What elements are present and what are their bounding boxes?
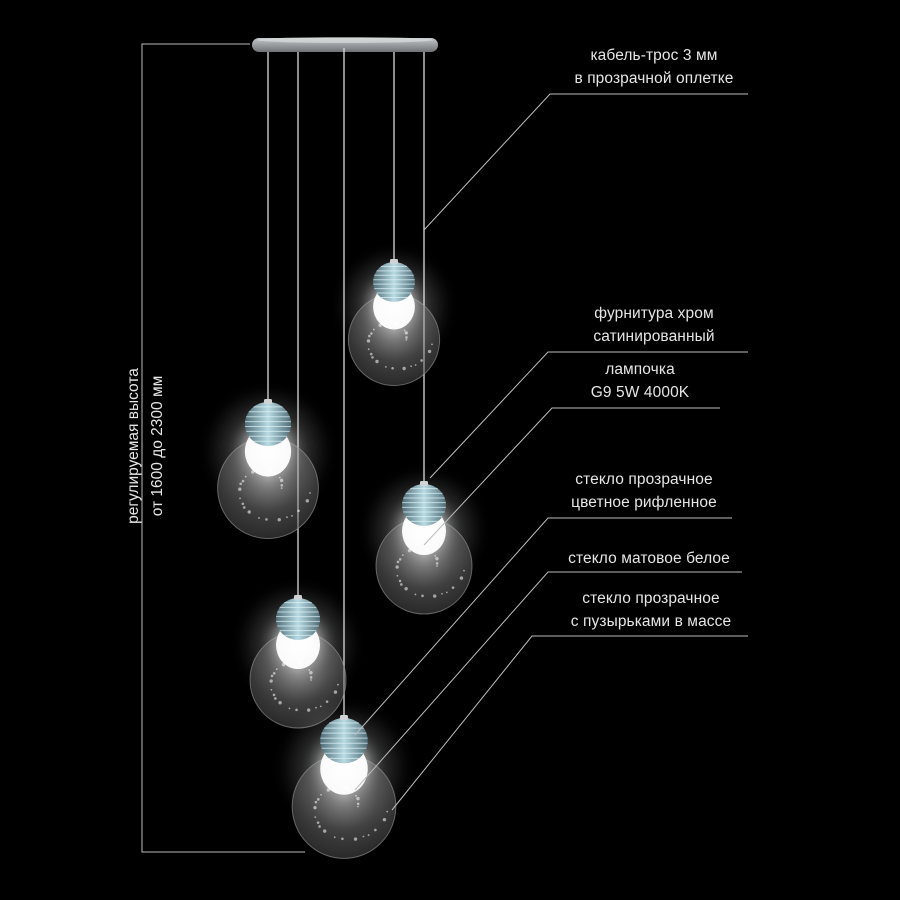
callout-ribbed-glass: стекло прозрачное цветное рифленное	[571, 471, 717, 511]
callout-fittings: фурнитура хром сатинированный	[593, 305, 715, 345]
ribbed-glass	[276, 598, 320, 640]
ribbed-glass	[244, 402, 292, 447]
callout-bubble-glass: стекло прозрачное с пузырьками в массе	[570, 590, 732, 630]
callout-bulb: лампочка G9 5W 4000K	[590, 361, 690, 401]
pendant-lamp	[238, 584, 358, 729]
callout-cable: кабель-трос 3 мм в прозрачной оплетке	[574, 47, 734, 87]
chrome-cap	[420, 481, 428, 486]
ceiling-canopy	[252, 37, 438, 52]
height-dimension-label: регулируемая высота от 1600 до 2300 мм	[125, 368, 166, 524]
chrome-cap	[390, 259, 398, 264]
height-dimension-bracket	[141, 43, 305, 853]
leader-cable	[423, 93, 748, 231]
ribbed-glass	[373, 262, 415, 302]
pendant-lamp	[337, 248, 451, 386]
ribbed-glass	[320, 718, 368, 764]
callout-leader-lines	[354, 93, 748, 811]
pendant-lamp	[205, 387, 331, 540]
leader-ribbed-glass	[354, 517, 732, 736]
chrome-cap	[340, 715, 348, 720]
chrome-cap	[264, 399, 272, 404]
leader-bulb	[423, 407, 720, 546]
leader-matte-glass	[354, 571, 742, 791]
ribbed-glass	[402, 484, 446, 526]
callout-matte-glass: стекло матовое белое	[568, 550, 730, 567]
pendant-lamp	[279, 703, 409, 859]
leader-bubble-glass	[391, 635, 748, 811]
chrome-cap	[294, 595, 302, 600]
leader-fittings	[429, 351, 748, 479]
pendant-lamp	[364, 470, 484, 615]
pendant-group	[205, 248, 484, 859]
